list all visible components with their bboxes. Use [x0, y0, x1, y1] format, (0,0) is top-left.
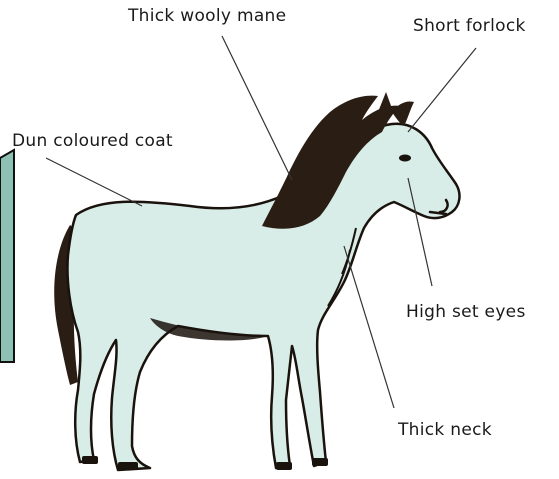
label-high-set-eyes: High set eyes: [406, 302, 526, 322]
label-dun-coloured-coat: Dun coloured coat: [12, 131, 173, 151]
pony-ear: [378, 92, 394, 114]
leader-line-neck: [344, 246, 394, 408]
leader-line-coat: [46, 158, 142, 206]
pony-forlock: [392, 101, 414, 126]
leader-line-forlock: [408, 48, 476, 132]
side-panel-tab: [0, 150, 14, 362]
label-thick-neck: Thick neck: [398, 420, 492, 440]
pony-eye: [399, 155, 411, 162]
pony-body: [67, 124, 459, 470]
label-thick-wooly-mane: Thick wooly mane: [128, 6, 286, 26]
leader-line-mane: [222, 36, 292, 180]
label-short-forlock: Short forlock: [413, 16, 526, 36]
